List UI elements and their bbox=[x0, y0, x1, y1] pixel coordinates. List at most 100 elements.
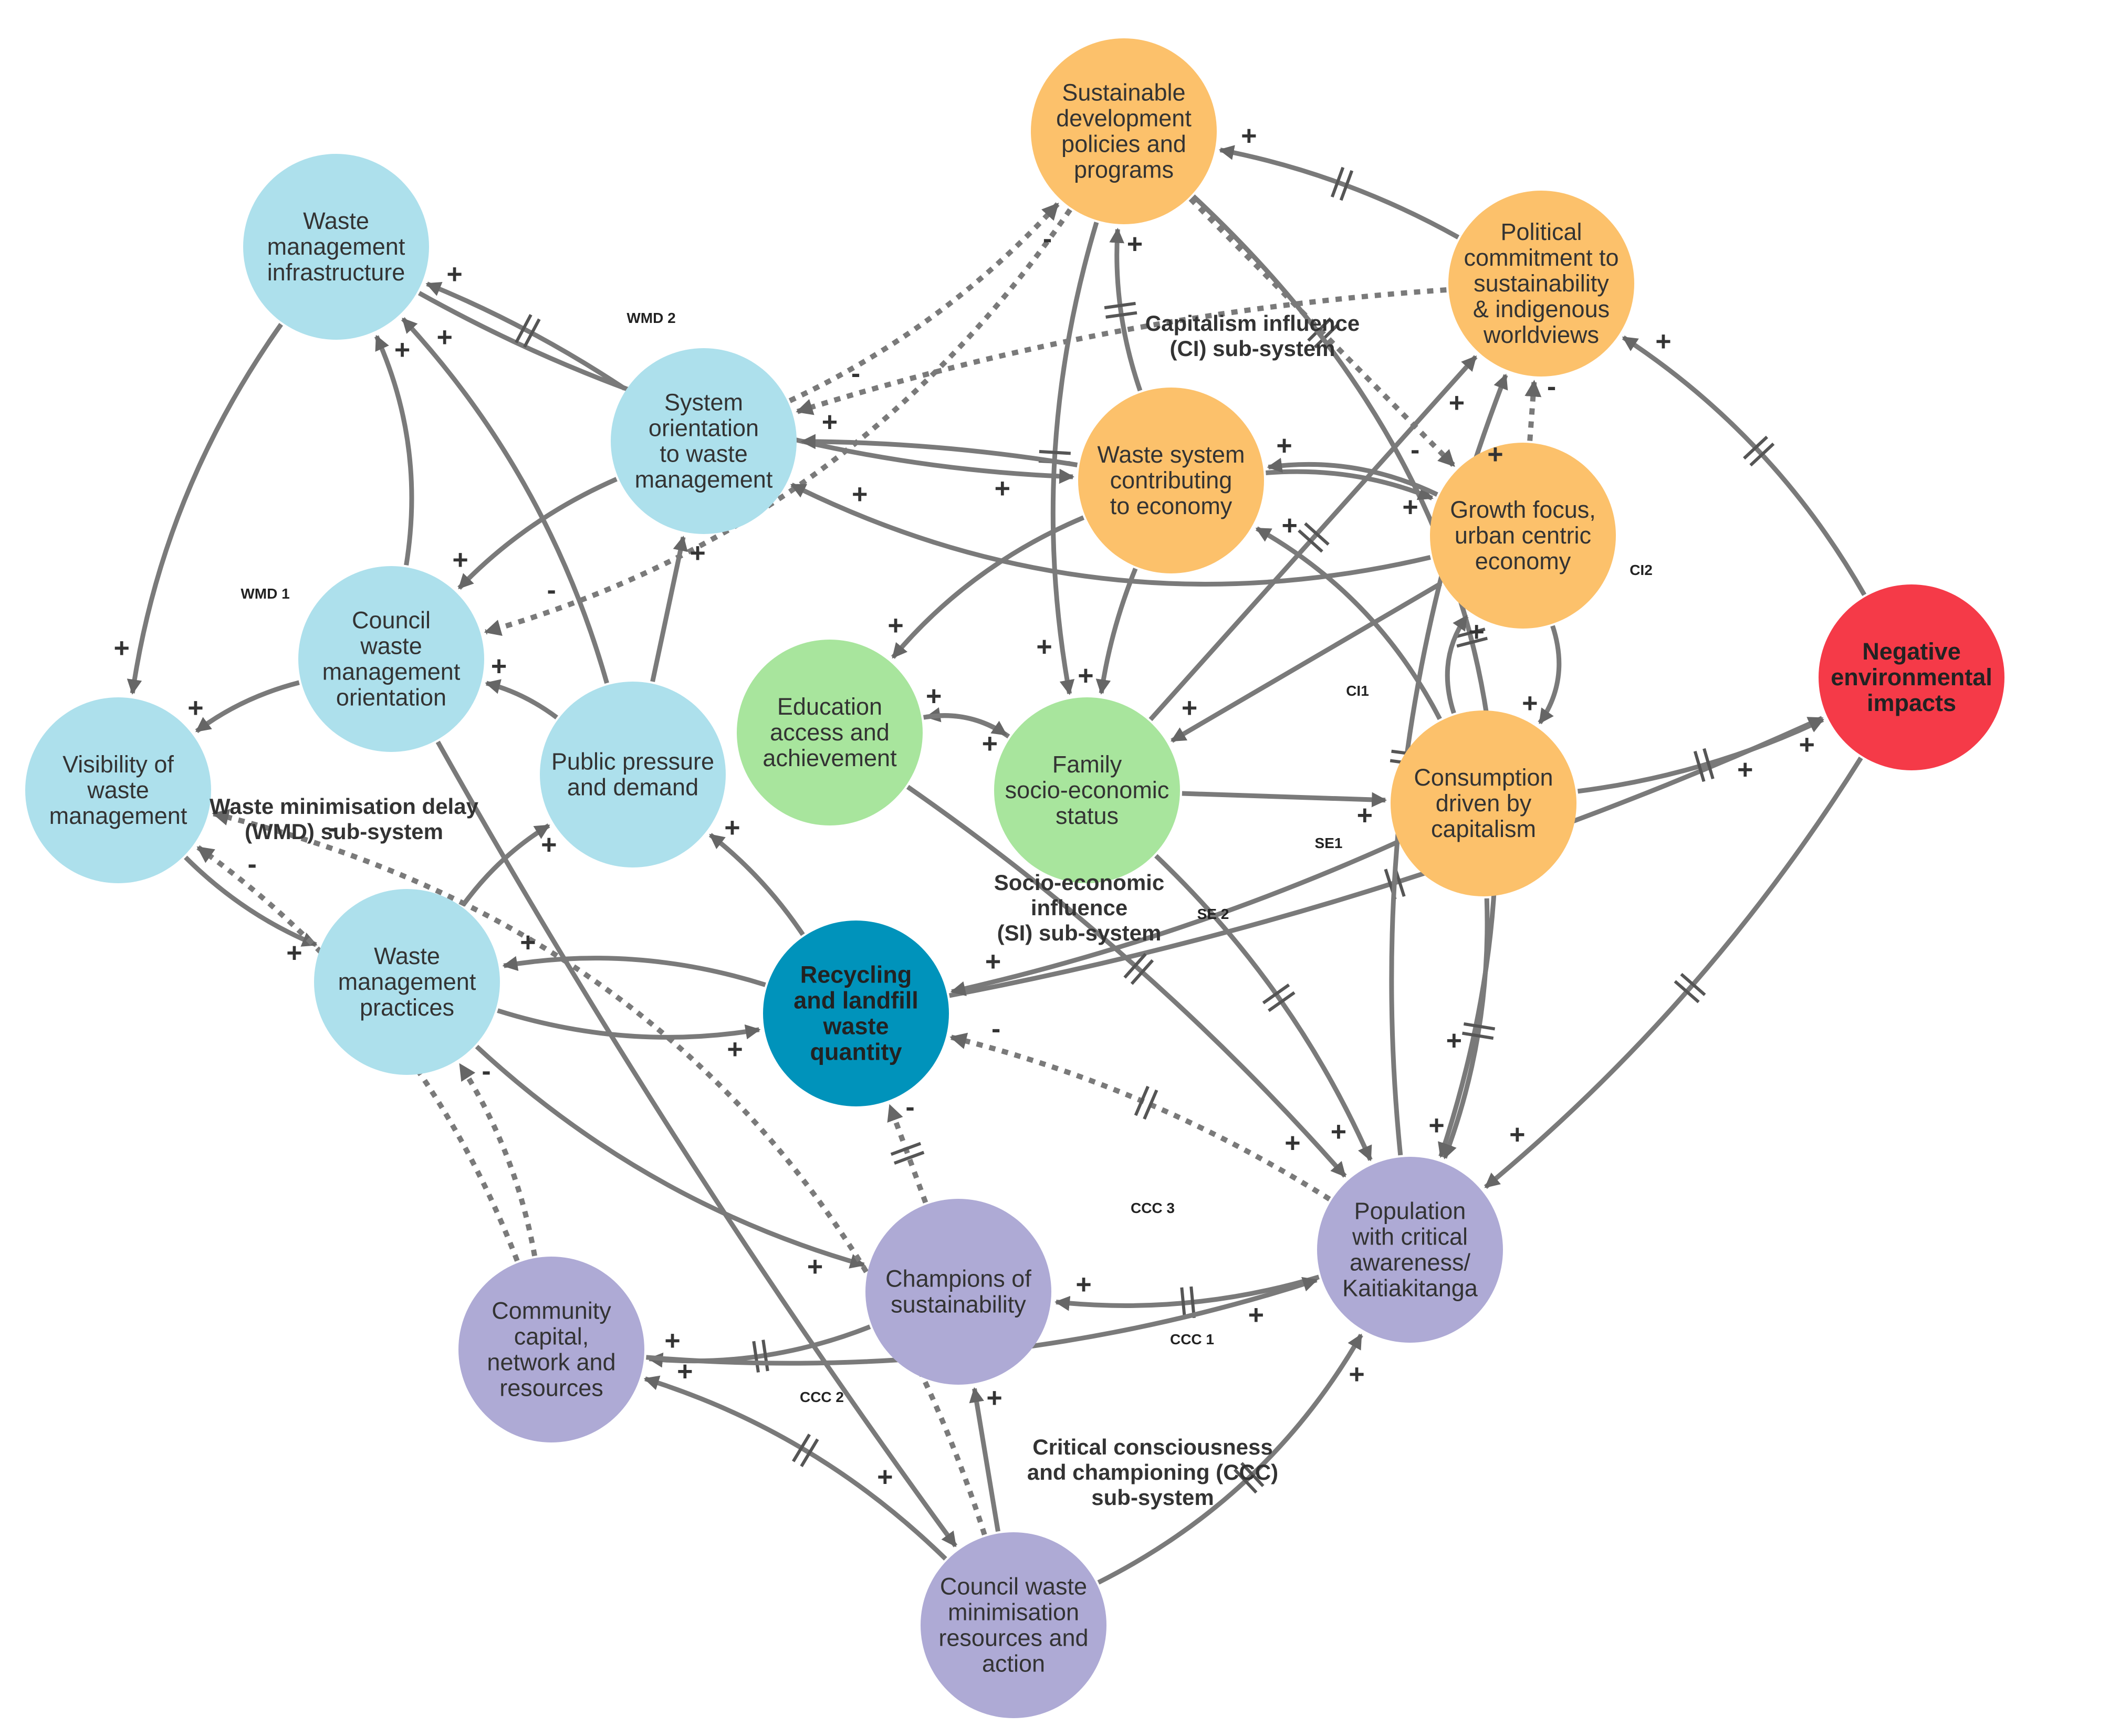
loop-label-ccc3: CCC 3 bbox=[1131, 1200, 1175, 1216]
polarity-sign: + bbox=[887, 610, 903, 641]
polarity-sign: + bbox=[1284, 1128, 1300, 1158]
node-label-line: Waste bbox=[374, 943, 440, 969]
node-label-line: with critical bbox=[1352, 1223, 1468, 1250]
node-label-line: management bbox=[49, 802, 187, 829]
polarity-sign: + bbox=[187, 693, 203, 724]
edge-wmp-to-cos bbox=[475, 1044, 865, 1269]
edge-cdc-to-pca bbox=[1442, 898, 1496, 1159]
polarity-sign: + bbox=[114, 633, 130, 663]
node-label-line: urban centric bbox=[1455, 522, 1591, 549]
edge-pca-to-rlw bbox=[949, 1032, 1331, 1201]
edge-sow-to-wmi bbox=[425, 281, 626, 391]
edge-wmi-to-vis bbox=[127, 322, 283, 695]
edge-pca-to-cos bbox=[1054, 1274, 1320, 1319]
polarity-sign: + bbox=[1655, 327, 1671, 357]
edge-rlw-to-ppd bbox=[708, 833, 805, 936]
node-label-line: & indigenous bbox=[1473, 296, 1610, 322]
node-label-line: and landfill bbox=[793, 987, 918, 1014]
polarity-sign: - bbox=[547, 575, 556, 605]
node-label-line: action bbox=[982, 1650, 1045, 1677]
node-circle bbox=[921, 1532, 1106, 1718]
polarity-sign: + bbox=[664, 1325, 680, 1356]
edge-ppd-to-wmi bbox=[401, 317, 609, 684]
node-label-line: and demand bbox=[567, 774, 698, 801]
edge-line bbox=[195, 680, 300, 734]
edge-pcs-to-sow bbox=[796, 287, 1447, 415]
edge-line bbox=[484, 208, 1072, 636]
node-label-line: orientation bbox=[649, 415, 759, 442]
polarity-sign: + bbox=[1276, 431, 1292, 461]
edge-line bbox=[212, 809, 987, 1536]
node-label-line: network and bbox=[487, 1349, 615, 1376]
edge-line bbox=[800, 434, 1078, 467]
edge-line bbox=[1622, 335, 1867, 597]
node-label-line: worldviews bbox=[1483, 321, 1599, 348]
edge-vis-to-wmp bbox=[184, 855, 318, 947]
node-label-line: awareness/ bbox=[1350, 1249, 1471, 1276]
node-circle bbox=[25, 697, 211, 883]
node-label-line: capitalism bbox=[1431, 815, 1536, 842]
node-label-line: to economy bbox=[1110, 493, 1233, 519]
delay-mark bbox=[890, 1142, 925, 1165]
node-label-line: environmental bbox=[1831, 664, 1992, 691]
subsystem-label-line: (CI) sub-system bbox=[1169, 336, 1335, 361]
node-label-line: Council waste bbox=[940, 1573, 1087, 1600]
edge-line bbox=[1484, 756, 1863, 1189]
node-circle bbox=[1078, 388, 1264, 573]
node-label-line: Negative bbox=[1862, 638, 1961, 665]
node-label-line: minimisation bbox=[948, 1599, 1079, 1626]
edge-cwmo-to-wmi bbox=[374, 334, 414, 566]
edge-nei-to-pca bbox=[1484, 756, 1863, 1189]
node-label-line: infrastructure bbox=[267, 259, 405, 286]
edge-line bbox=[790, 483, 1431, 587]
polarity-sign: + bbox=[1522, 688, 1538, 719]
node-label-line: status bbox=[1056, 802, 1119, 829]
polarity-sign: + bbox=[1349, 1359, 1364, 1390]
loop-label-wmd2: WMD 2 bbox=[626, 310, 675, 326]
delay-mark bbox=[1104, 301, 1137, 319]
edge-line bbox=[906, 785, 1347, 1178]
edge-line bbox=[648, 1324, 871, 1368]
edges-layer bbox=[127, 145, 1867, 1585]
node-label-line: achievement bbox=[763, 745, 897, 771]
polarity-sign: + bbox=[1737, 755, 1753, 785]
edge-line bbox=[969, 1387, 1000, 1532]
edge-cwmr-to-ccnr bbox=[643, 1375, 947, 1561]
node-label-line: Waste bbox=[303, 207, 369, 234]
edge-cwmr-to-pca bbox=[1097, 1333, 1363, 1585]
edge-cdc-to-gf bbox=[1445, 614, 1469, 714]
edge-wmp-to-ppd bbox=[461, 823, 550, 907]
polarity-sign: + bbox=[1127, 229, 1143, 259]
edge-gf-to-cdc bbox=[1538, 625, 1562, 725]
polarity-sign: + bbox=[724, 812, 740, 843]
edge-cwmr-to-cos bbox=[969, 1387, 1000, 1532]
delay-mark bbox=[1233, 1462, 1265, 1494]
node-label-line: waste bbox=[822, 1013, 889, 1040]
loop-label-se2: SE 2 bbox=[1197, 906, 1229, 922]
edge-sdp-to-gf bbox=[1188, 197, 1456, 468]
delay-mark bbox=[1454, 628, 1488, 648]
node-label-line: programs bbox=[1074, 156, 1174, 183]
node-circle bbox=[1031, 38, 1217, 224]
delay-mark bbox=[1134, 1085, 1158, 1120]
